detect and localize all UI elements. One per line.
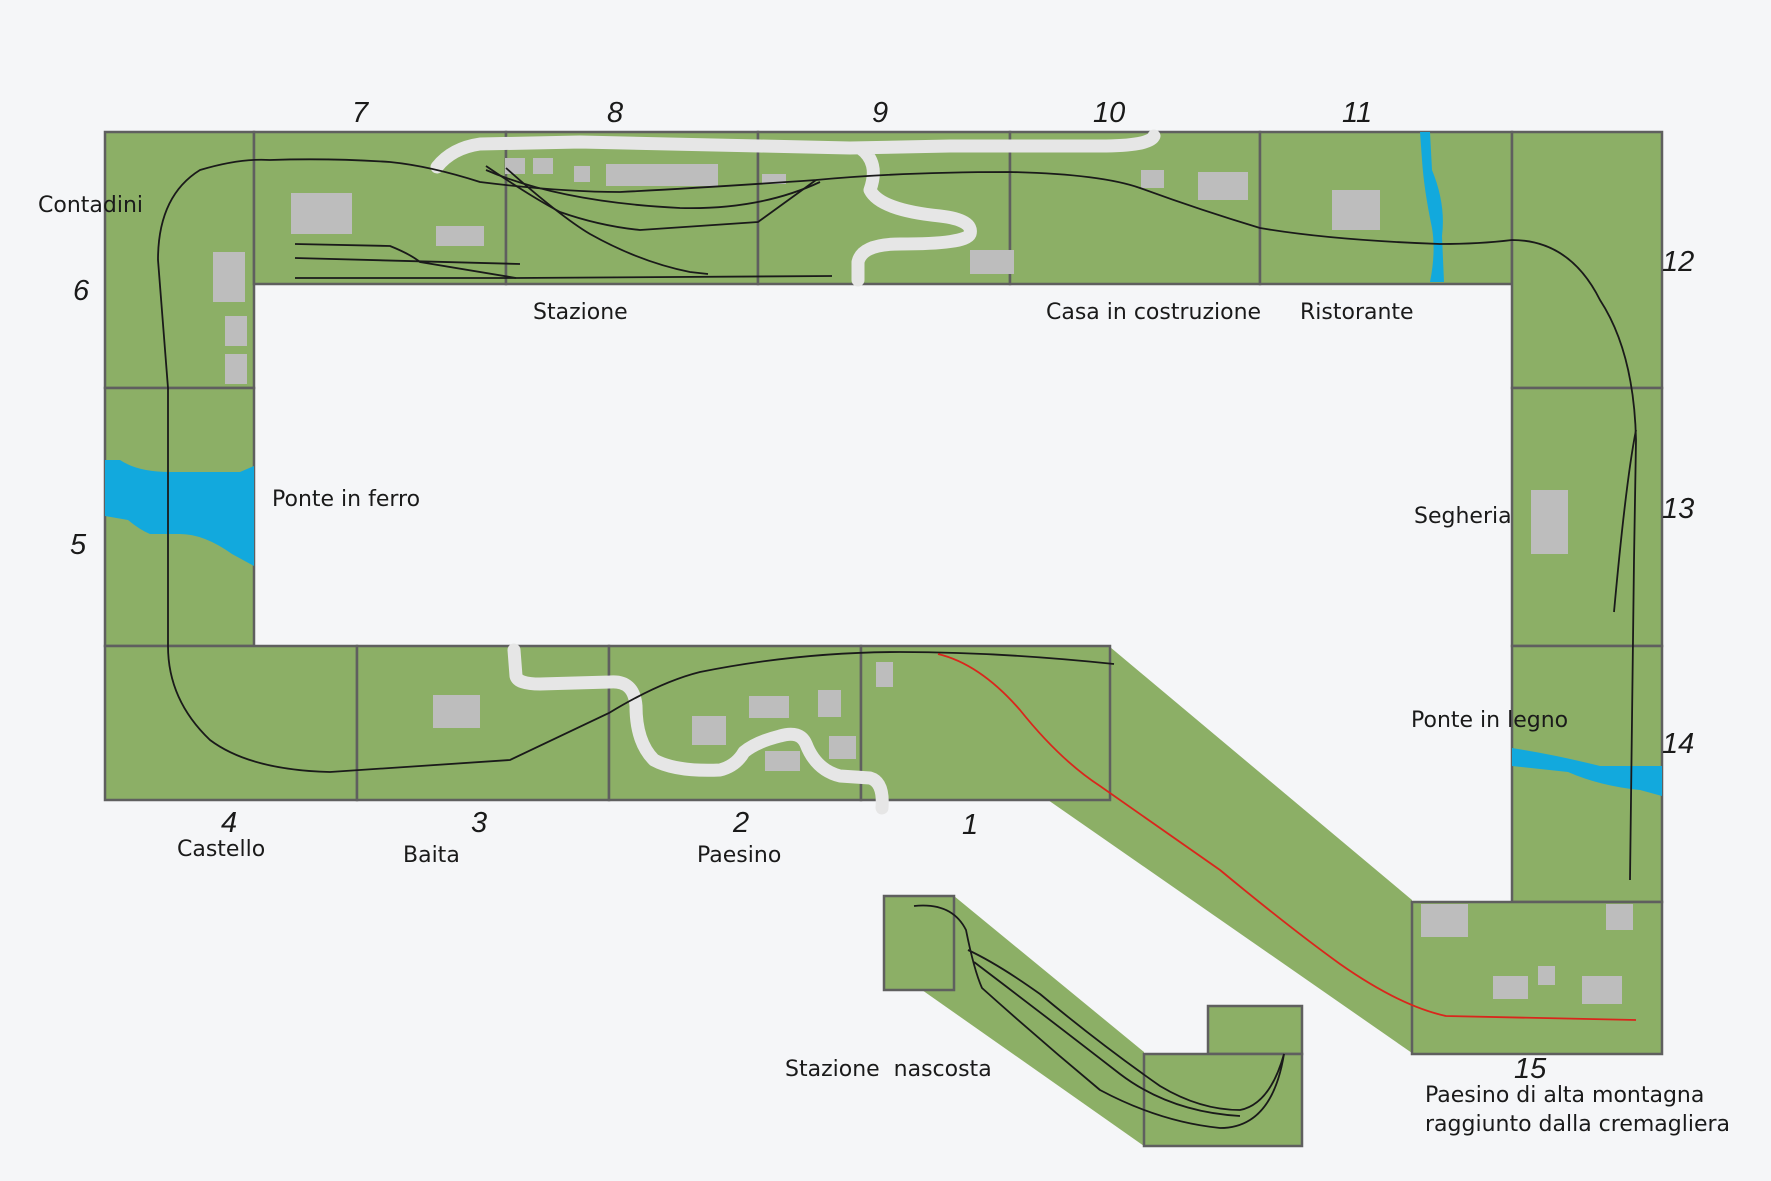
building: [1198, 172, 1248, 200]
building: [1493, 976, 1528, 999]
building: [1538, 966, 1555, 985]
building: [574, 166, 590, 182]
module-number-3: 3: [471, 807, 487, 839]
building: [1606, 904, 1633, 930]
tracks: [157, 158, 1637, 1129]
hidden-station-block-c: [1142, 1052, 1304, 1148]
building: [692, 716, 726, 745]
ramp-hidden-station: [922, 896, 1144, 1146]
label-stazione-nascosta: Stazione nascosta: [785, 1057, 992, 1082]
station-siding: [485, 169, 821, 210]
module-2: [607, 644, 863, 802]
building: [505, 158, 525, 174]
hidden-station-track: [967, 949, 1285, 1111]
module-number-6: 6: [73, 275, 90, 307]
building: [818, 690, 841, 717]
building: [213, 252, 245, 302]
module-number-12: 12: [1662, 246, 1694, 278]
hidden-station-block-b: [1206, 1004, 1304, 1056]
label-casa-in-costruzione: Casa in costruzione: [1046, 300, 1261, 325]
road-bottom: [507, 643, 889, 815]
hidden-station-track: [973, 961, 1241, 1117]
module-11: [1258, 130, 1514, 286]
building: [1421, 904, 1468, 937]
water-features: [105, 132, 1662, 796]
label-ponte-in-legno: Ponte in legno: [1411, 708, 1568, 733]
module-numbers: 1 2 3 4 5 6 7 8 9 10 11 12 13 14 15: [70, 97, 1694, 1085]
label-castello: Castello: [177, 837, 265, 862]
label-segheria: Segheria: [1414, 504, 1512, 529]
hidden-station-track: [913, 904, 1285, 1129]
modules: [103, 130, 1664, 1148]
module-number-5: 5: [70, 529, 87, 561]
river-ponte-ferro: [105, 460, 254, 566]
building: [291, 193, 352, 234]
roads: [430, 129, 1161, 815]
module-number-8: 8: [607, 97, 623, 129]
module-10: [1008, 130, 1262, 286]
module-number-11: 11: [1342, 97, 1372, 129]
river-ponte-legno: [1512, 748, 1662, 796]
module-number-4: 4: [221, 807, 237, 839]
building: [433, 695, 480, 728]
road-top: [430, 129, 1161, 287]
module-1: [859, 644, 1112, 802]
label-paesino-alta-montagna: Paesino di alta montagna: [1425, 1083, 1704, 1108]
place-labels: Contadini Stazione Casa in costruzione R…: [38, 193, 1730, 1137]
station-siding: [485, 165, 817, 231]
rack-railway: [937, 653, 1637, 1021]
label-baita: Baita: [403, 843, 460, 868]
module-4: [103, 644, 359, 802]
siding-13: [1613, 429, 1637, 613]
building: [606, 164, 718, 186]
yard-track: [295, 275, 833, 279]
ramp-rack-railway: [1048, 647, 1412, 1053]
module-12: [1510, 130, 1664, 390]
module-3: [355, 644, 611, 802]
module-number-1: 1: [962, 809, 978, 841]
label-paesino: Paesino: [697, 843, 781, 868]
module-number-9: 9: [872, 97, 888, 129]
module-number-7: 7: [352, 97, 370, 129]
label-stazione: Stazione: [533, 300, 628, 325]
building: [436, 226, 484, 246]
module-number-10: 10: [1093, 97, 1125, 129]
module-number-13: 13: [1662, 493, 1694, 525]
module-number-15: 15: [1514, 1053, 1547, 1085]
hidden-station-block-a: [882, 894, 956, 992]
building: [765, 751, 800, 771]
main-line: [157, 158, 1637, 881]
building: [829, 736, 856, 759]
building: [1332, 190, 1380, 230]
building: [225, 316, 247, 346]
building: [1582, 976, 1622, 1004]
yard-track: [294, 257, 521, 265]
label-ponte-in-ferro: Ponte in ferro: [272, 487, 420, 512]
building: [970, 250, 1014, 274]
building: [225, 354, 247, 384]
building: [762, 174, 786, 184]
label-ristorante: Ristorante: [1300, 300, 1414, 325]
label-contadini: Contadini: [38, 193, 143, 218]
building: [876, 662, 893, 687]
ramps: [922, 647, 1412, 1146]
building-segheria: [1531, 490, 1568, 554]
label-raggiunto-cremagliera: raggiunto dalla cremagliera: [1425, 1112, 1730, 1137]
building: [1141, 170, 1164, 188]
module-number-14: 14: [1662, 728, 1694, 760]
building: [749, 696, 789, 718]
buildings: [213, 158, 1633, 1004]
module-number-2: 2: [732, 807, 749, 839]
station-siding: [505, 167, 709, 275]
module-8: [504, 130, 760, 286]
building: [533, 158, 553, 174]
